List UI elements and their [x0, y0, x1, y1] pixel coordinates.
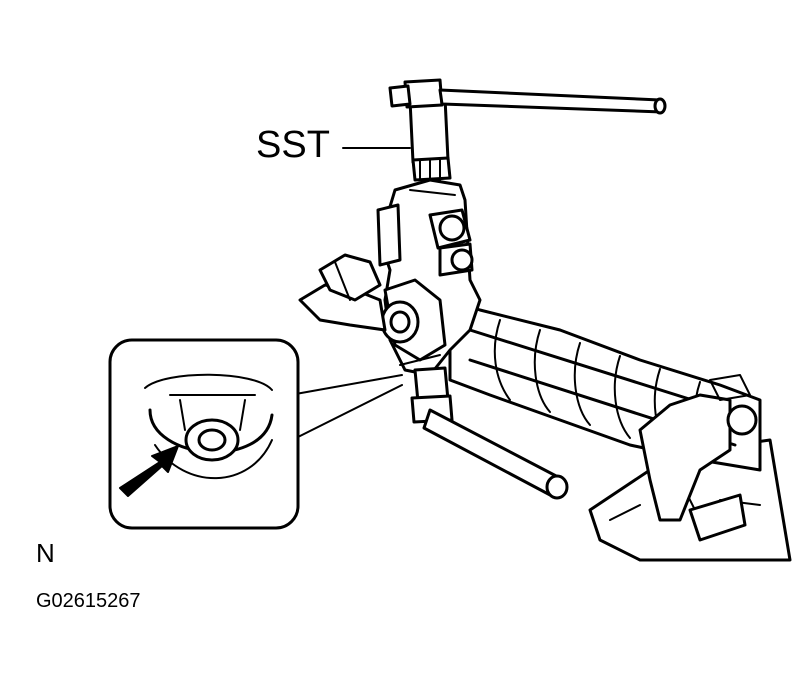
sst-label: SST [256, 124, 330, 166]
detail-inset [108, 338, 300, 530]
figure-id-label: G02615267 [36, 590, 141, 612]
callout-lines [289, 374, 403, 441]
arrow-icon [119, 445, 179, 497]
pipe-fitting [298, 253, 387, 332]
valve-housing [376, 178, 482, 377]
lower-wrench [410, 366, 569, 500]
sst-tool [388, 78, 667, 182]
view-code-label: N [36, 538, 55, 568]
mount-bracket [638, 374, 758, 542]
